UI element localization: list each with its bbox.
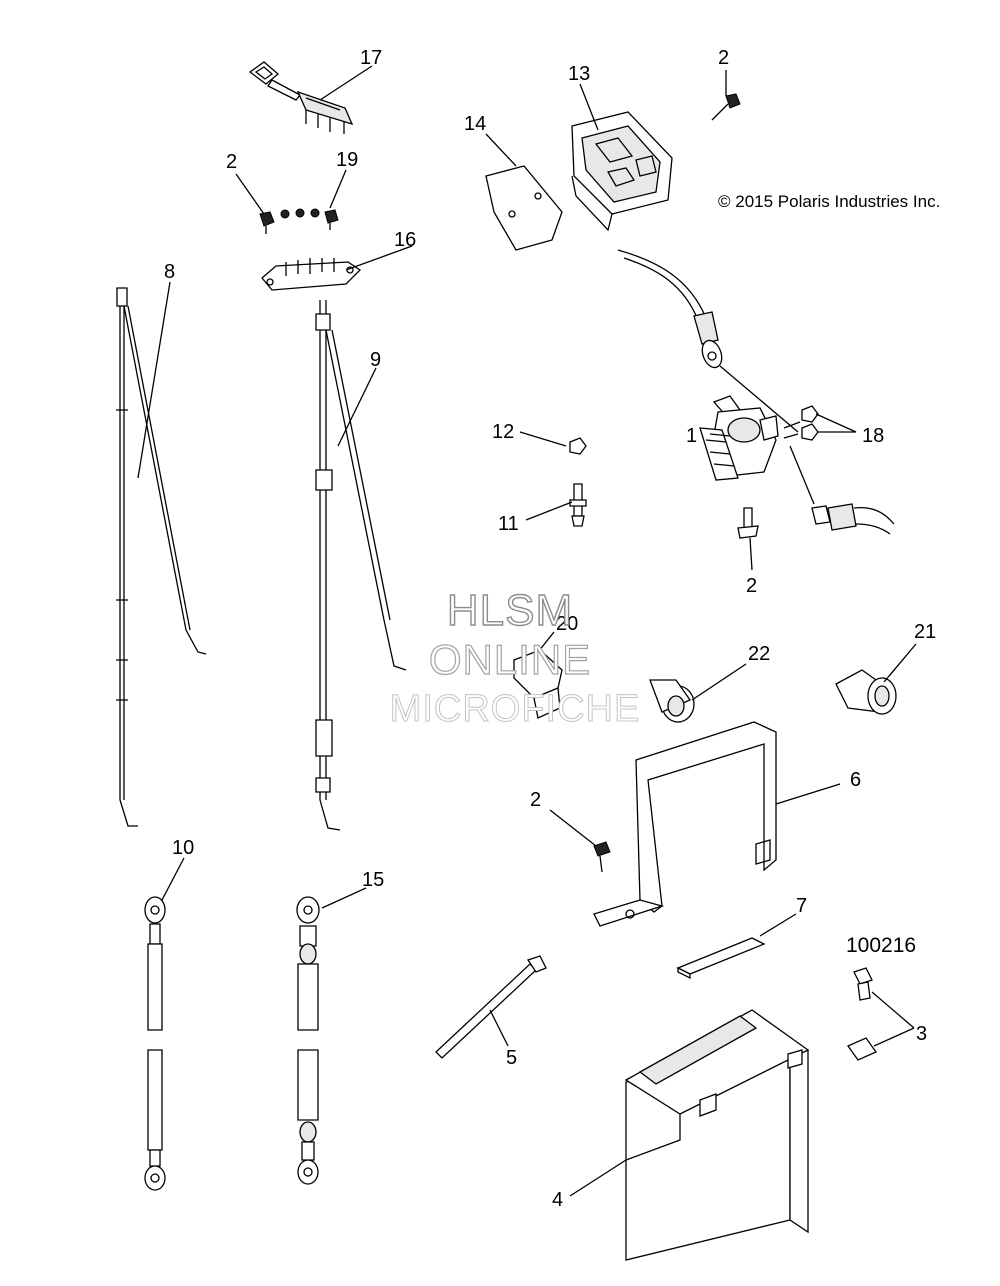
- callout-20: 20: [556, 613, 578, 635]
- watermark-line-1: HLSM: [446, 585, 574, 635]
- part-3-hardware: [847, 967, 877, 1061]
- callout-21: 21: [914, 621, 936, 643]
- part-21-terminal-cover: [835, 669, 897, 715]
- part-2-screw-c: [737, 507, 759, 539]
- part-14-cover-plate: [485, 165, 563, 251]
- watermark-line-2: ONLINE: [428, 635, 592, 683]
- part-20-boot: [513, 649, 563, 719]
- part-8-harness: [116, 287, 207, 827]
- part-15-cable: [296, 896, 320, 1185]
- callout-6: 6: [850, 769, 861, 791]
- part-11-stud: [569, 483, 587, 527]
- part-16-fuse-block: [261, 258, 362, 291]
- callout-2: 2: [226, 151, 237, 173]
- part-13-fuse-box: [571, 111, 673, 232]
- part-4-battery: [624, 1009, 810, 1261]
- part-19-fuses: [280, 208, 339, 230]
- part-5-rod: [435, 955, 547, 1059]
- part-6-bracket: [593, 721, 777, 927]
- part-1-solenoid: [699, 395, 801, 481]
- callout-15: 15: [362, 869, 384, 891]
- callout-14: 14: [464, 113, 486, 135]
- part-9-harness: [315, 300, 407, 831]
- part-22-terminal-cover: [649, 679, 695, 723]
- callout-labels: 17 13 2 14 2 19 16 8 9 12 1 18 11 2 20 2…: [164, 47, 936, 1211]
- figure-number: 100216: [846, 934, 917, 957]
- callout-19: 19: [336, 149, 358, 171]
- callout-18: 18: [862, 425, 884, 447]
- callout-11: 11: [498, 513, 519, 535]
- callout-22: 22: [748, 643, 770, 665]
- part-2-screw-b: [711, 93, 741, 121]
- part-12-nut: [569, 437, 587, 455]
- callout-17: 17: [360, 47, 382, 69]
- copyright-notice: © 2015 Polaris Industries Inc.: [718, 192, 941, 211]
- leader-lines: [137, 65, 917, 1197]
- callout-12: 12: [492, 421, 514, 443]
- cable-lead: [617, 249, 799, 433]
- callout-16: 16: [394, 229, 416, 251]
- callout-13: 13: [568, 63, 590, 85]
- part-10-cable: [144, 896, 166, 1191]
- callout-2: 2: [530, 789, 541, 811]
- callout-5: 5: [506, 1047, 517, 1069]
- part-2-screw-d: [593, 841, 611, 873]
- part-18-nuts: [801, 405, 819, 441]
- callout-10: 10: [172, 837, 194, 859]
- callout-4: 4: [552, 1189, 563, 1211]
- cable-end: [789, 445, 895, 535]
- part-17-fuse-tag: [248, 61, 354, 134]
- part-2-screw-a: [259, 211, 275, 234]
- watermark-line-3: MICROFICHE: [389, 688, 641, 731]
- callout-2: 2: [718, 47, 729, 69]
- callout-9: 9: [370, 349, 381, 371]
- callout-8: 8: [164, 261, 175, 283]
- callout-1: 1: [686, 425, 697, 447]
- callout-3: 3: [916, 1023, 927, 1045]
- callout-7: 7: [796, 895, 807, 917]
- part-7-pad: [676, 937, 766, 980]
- callout-2: 2: [746, 575, 757, 597]
